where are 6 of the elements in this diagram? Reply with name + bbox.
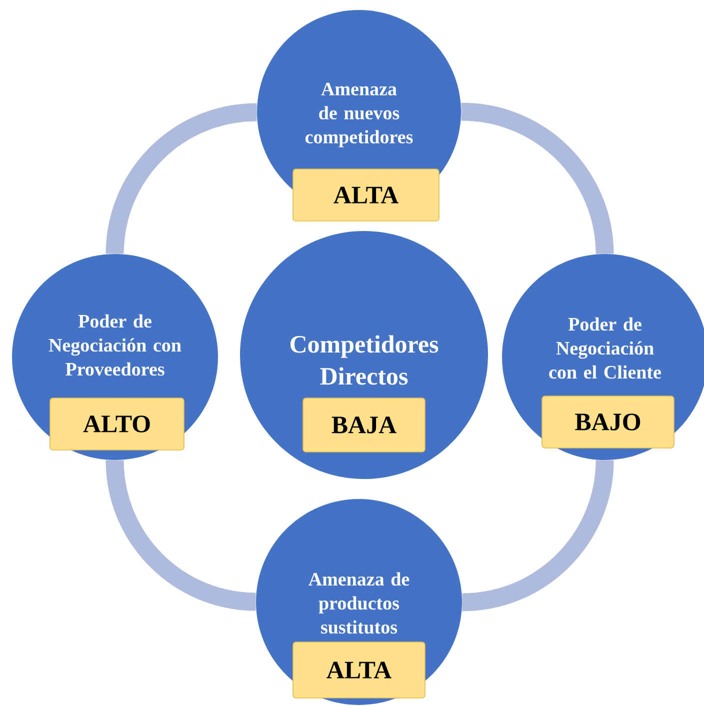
rating-box: BAJA [302,398,426,452]
rating-box: ALTA [292,168,440,222]
ring-arc [460,102,614,254]
ring-arc [462,460,614,612]
ring-arc [106,460,256,611]
ring-arc [106,103,258,254]
